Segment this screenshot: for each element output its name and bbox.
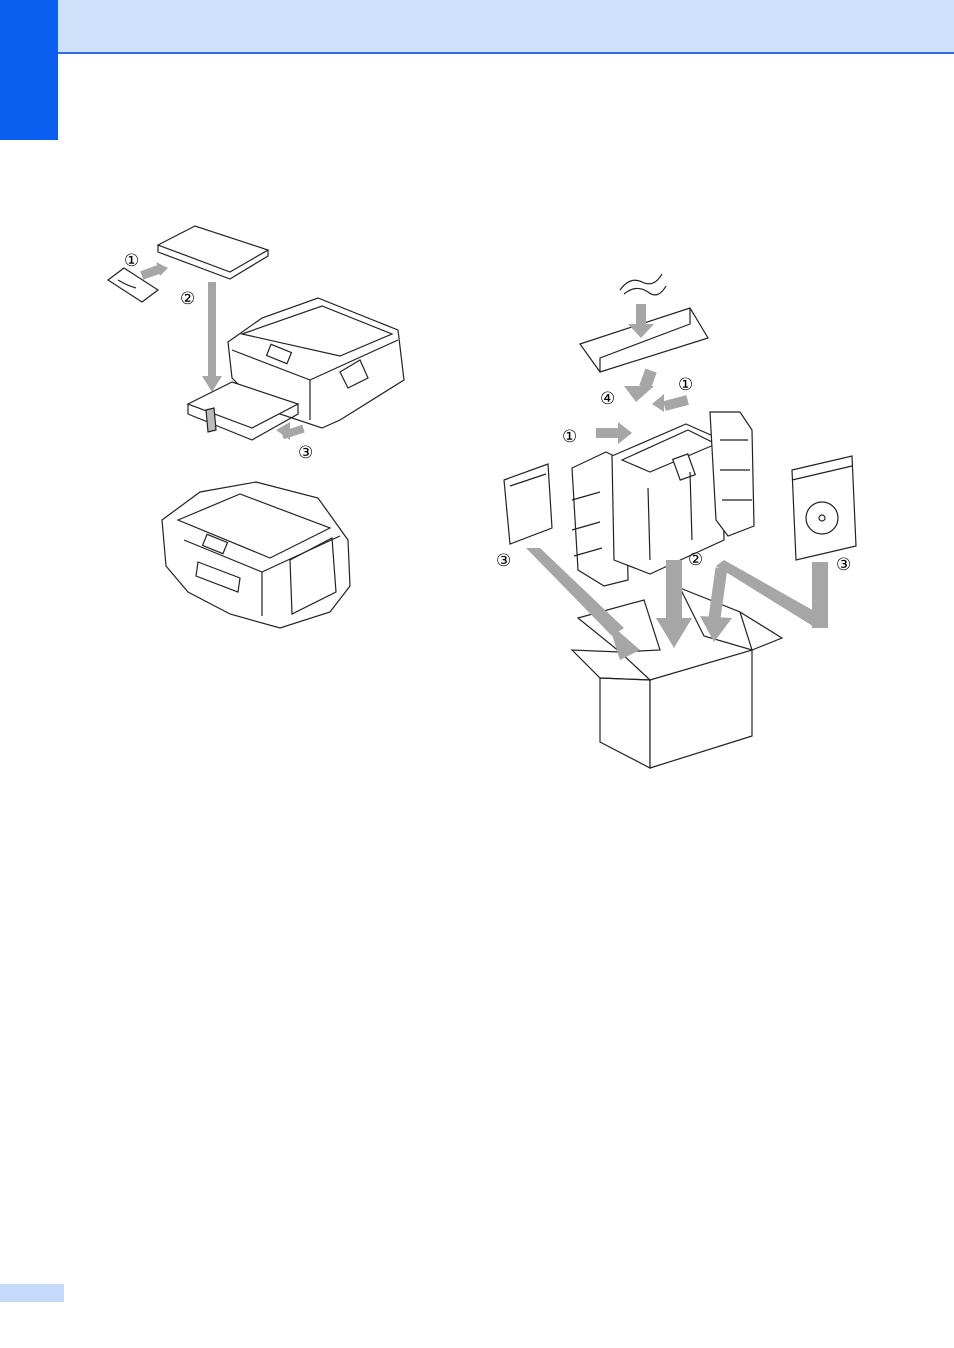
step-label-4: ④ xyxy=(600,389,615,409)
shipping-box xyxy=(600,678,650,768)
step-label-1: ① xyxy=(124,251,139,271)
manual-book xyxy=(158,226,268,272)
sleeve-left xyxy=(504,464,552,544)
step-label-2: ② xyxy=(688,550,703,570)
step-label-1-left: ① xyxy=(562,427,577,447)
left-top-drawing xyxy=(108,226,404,440)
printer-packed xyxy=(612,424,724,574)
cd-sleeve xyxy=(792,456,856,560)
step-label-1-right: ① xyxy=(678,375,693,395)
step-label-3: ③ xyxy=(298,443,313,463)
step-label-2: ② xyxy=(180,289,195,309)
power-cord xyxy=(620,274,666,295)
right-drawing xyxy=(504,274,856,768)
step-label-3-right: ③ xyxy=(836,555,851,575)
foam-right xyxy=(710,412,754,536)
step-label-3-left: ③ xyxy=(496,551,511,571)
plastic-bag xyxy=(162,482,350,628)
bagged-printer-drawing xyxy=(162,482,350,628)
